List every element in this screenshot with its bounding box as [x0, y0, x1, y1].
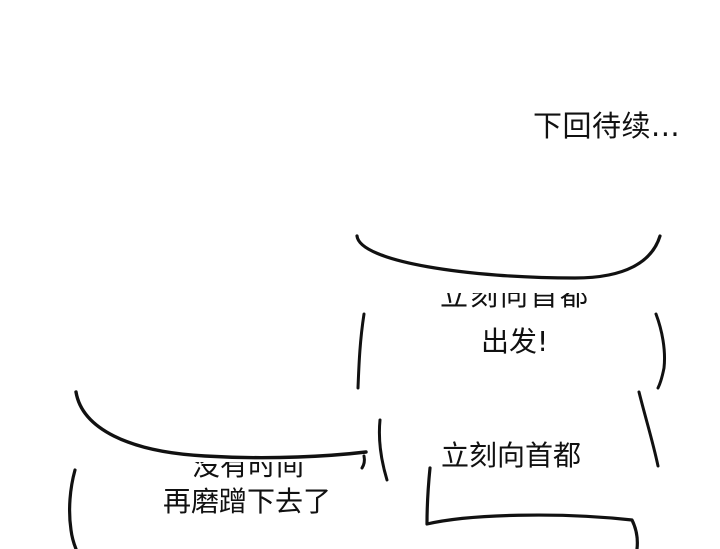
bubble-outline-top: [355, 234, 662, 280]
bubble-outline-lower-left-tick: [360, 454, 366, 470]
bubble-lower-right-text: 立刻向首都: [441, 439, 582, 472]
bubble-upper-right-cut-line: 立刻向首都: [440, 293, 600, 313]
bubble-outline-upper-right-left: [356, 312, 366, 390]
bubble-lower-left-cut-line: 没有时间: [192, 462, 317, 478]
bubble-outline-next-left: [68, 468, 78, 549]
bubble-upper-right-hidden-text: 立刻向首都: [440, 293, 591, 312]
bubble-upper-right-text: 出发!: [481, 325, 549, 358]
bubble-outline-next-right: [425, 466, 639, 549]
to-be-continued-caption: 下回待续...: [533, 109, 681, 143]
bubble-outline-lower-left: [74, 390, 368, 460]
bubble-lower-left-text: 再磨蹭下去了: [163, 485, 332, 518]
bubble-outline-lower-right-left: [377, 418, 389, 482]
bubble-lower-left-hidden-text: 没有时间: [192, 462, 304, 478]
bubble-outline-upper-right-right: [654, 312, 666, 390]
bubble-outline-lower-right-right: [637, 390, 660, 468]
